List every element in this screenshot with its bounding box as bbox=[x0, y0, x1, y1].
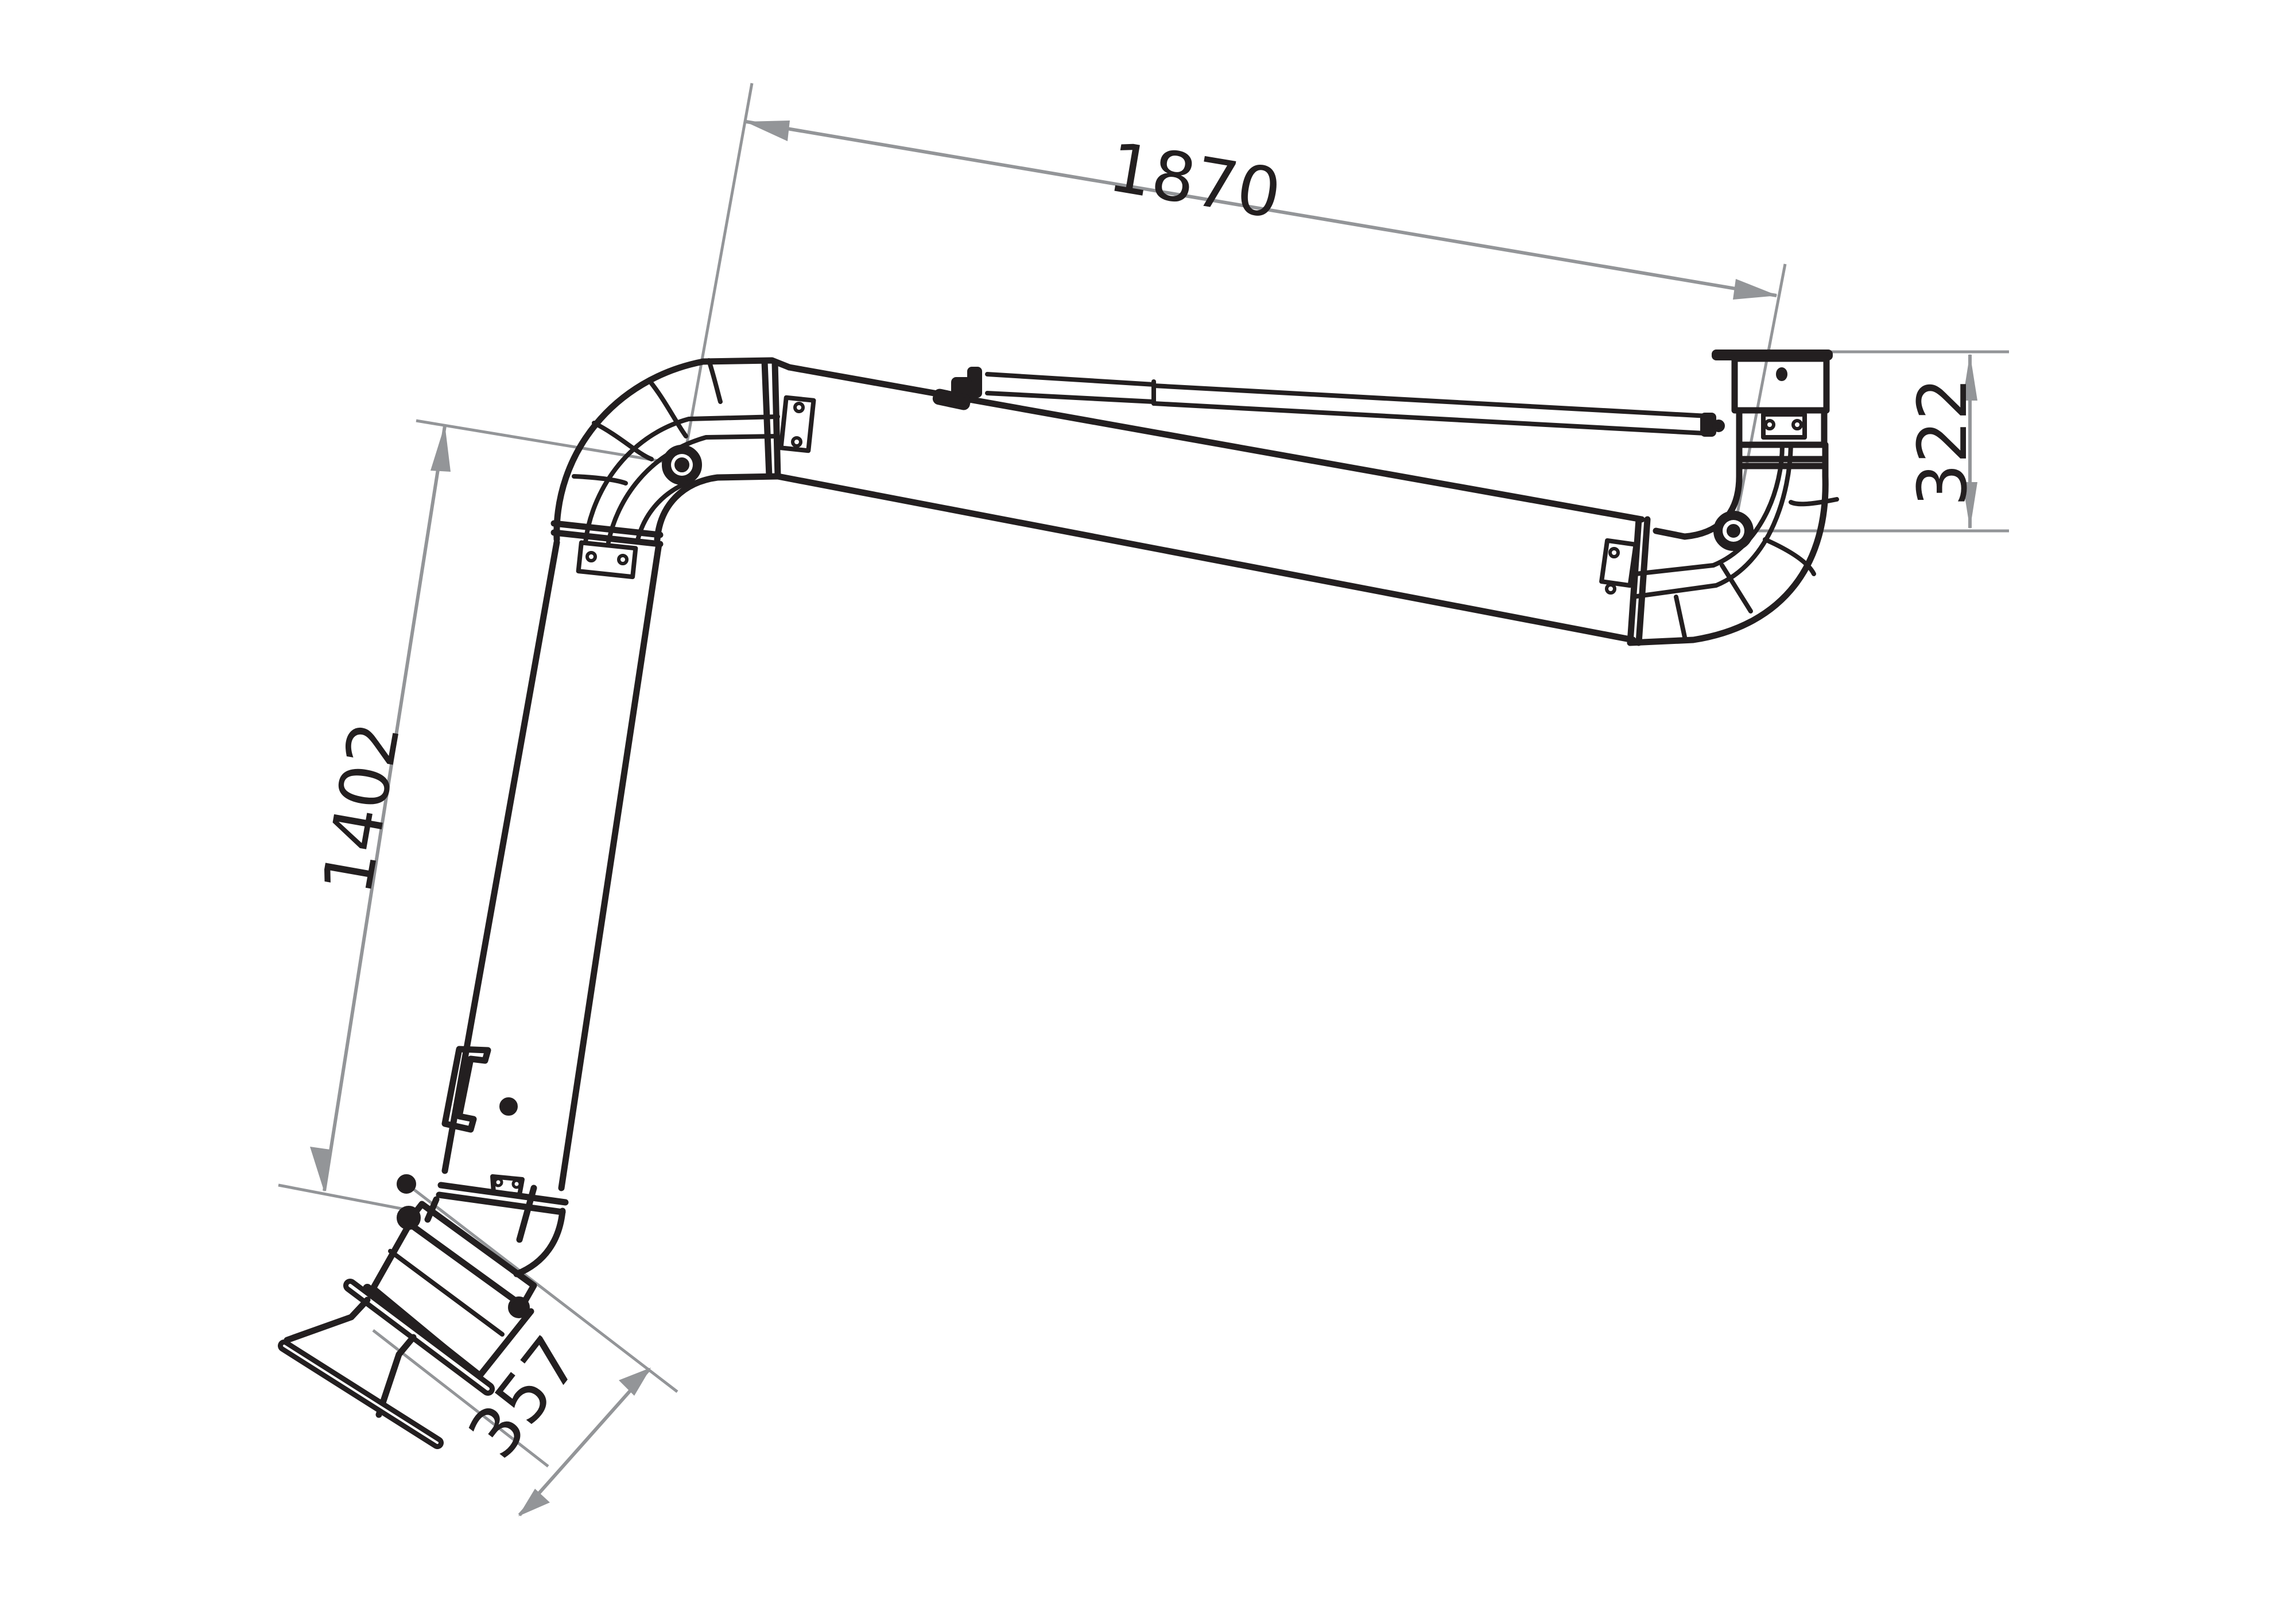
wall-mount-flange bbox=[1712, 350, 1833, 448]
extraction-hood bbox=[278, 1279, 495, 1449]
dim-label-322: 322 bbox=[1903, 377, 1982, 506]
lower-arm-tube bbox=[441, 539, 662, 1191]
dim-label-1870: 1870 bbox=[1103, 127, 1286, 234]
handle bbox=[441, 1046, 491, 1133]
dim-label-1402: 1402 bbox=[308, 716, 416, 900]
dim-label-357: 357 bbox=[453, 1322, 595, 1473]
middle-elbow-joint bbox=[550, 357, 816, 580]
rear-elbow-joint bbox=[1599, 441, 1839, 646]
upper-arm-tube bbox=[774, 364, 1645, 643]
gas-spring bbox=[932, 367, 1725, 437]
dimension-1870: 1870 bbox=[681, 83, 1787, 534]
dimension-357: 357 bbox=[372, 1186, 678, 1516]
dimension-322: 322 bbox=[1733, 350, 2009, 533]
